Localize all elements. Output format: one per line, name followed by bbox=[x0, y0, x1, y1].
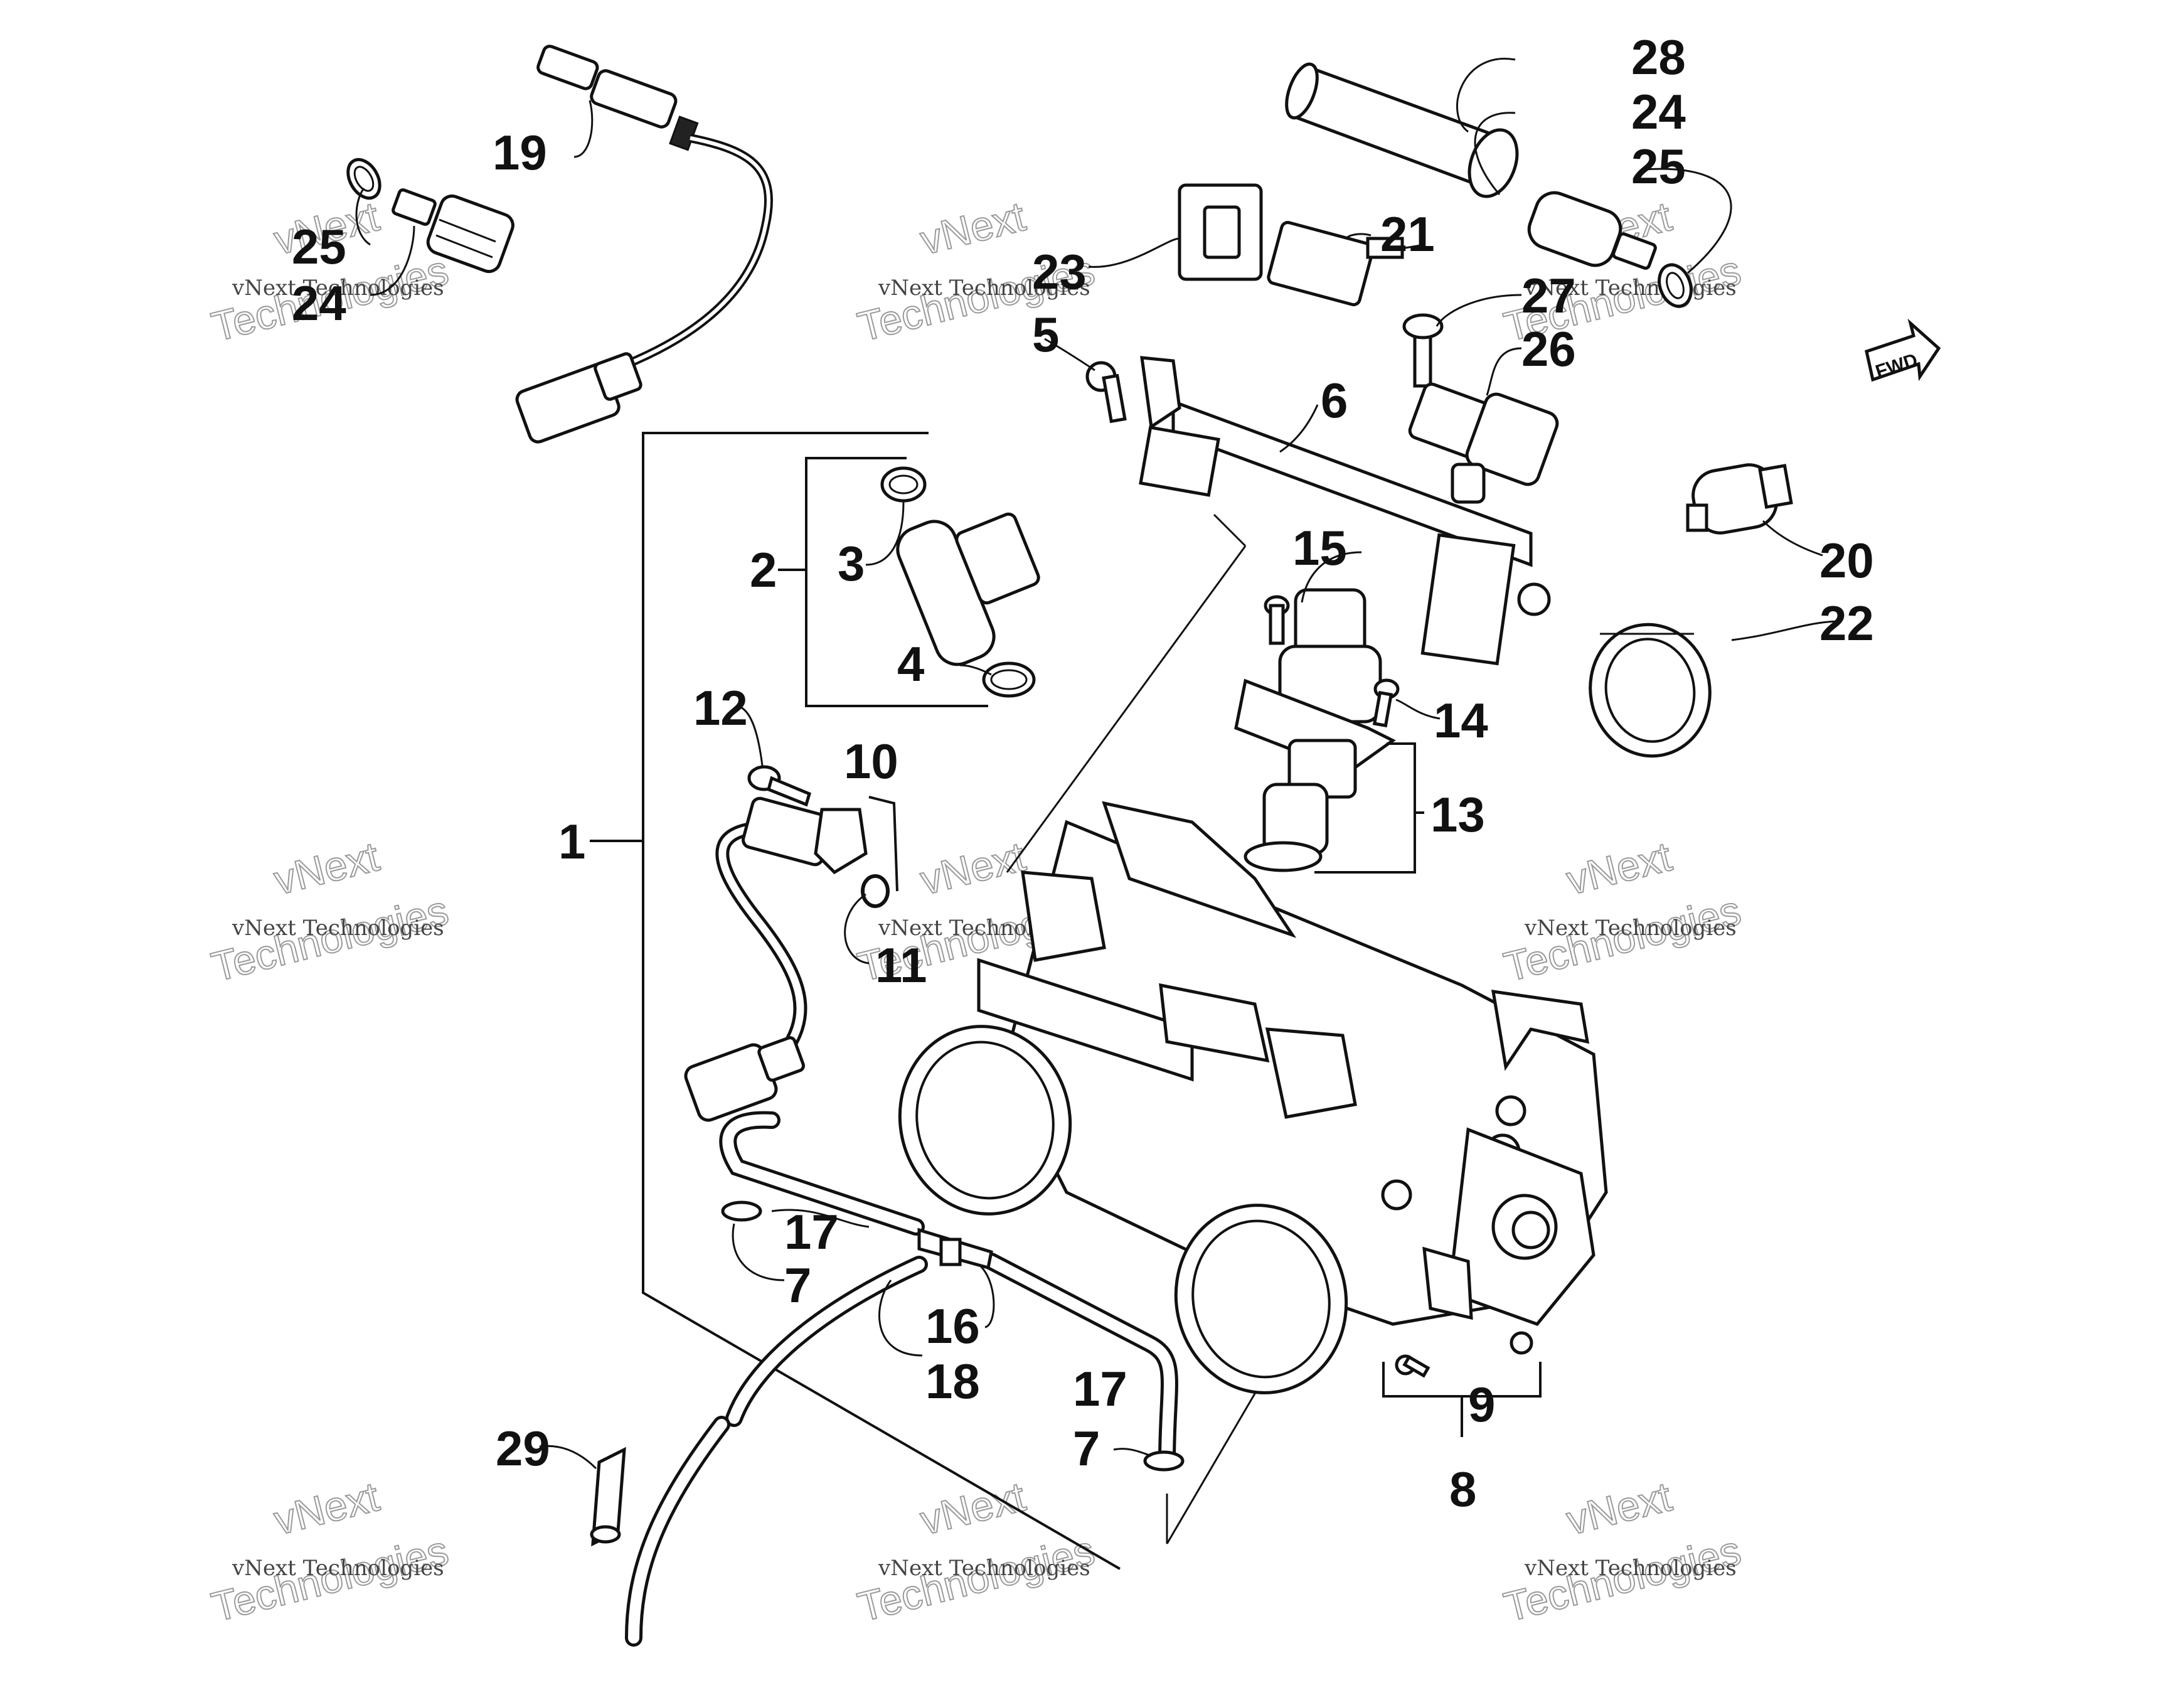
throttle-body bbox=[898, 801, 1608, 1394]
svg-text:vNext Technologies: vNext Technologies bbox=[1524, 275, 1737, 301]
callout-25-right: 25 bbox=[1631, 139, 1686, 194]
svg-text:vNext Technologies: vNext Technologies bbox=[1524, 1556, 1737, 1581]
band-clamp bbox=[1589, 623, 1712, 758]
coil-spring bbox=[590, 1446, 626, 1547]
fuel-injector bbox=[880, 466, 1040, 698]
callout-6: 6 bbox=[1321, 373, 1348, 428]
callout-18: 18 bbox=[925, 1354, 980, 1409]
callout-3: 3 bbox=[838, 536, 865, 591]
screw-12 bbox=[747, 765, 812, 807]
watermark: Technologies vNext Technologies vNext bbox=[853, 1472, 1100, 1631]
map-sensor bbox=[1267, 221, 1425, 306]
watermark: Technologies vNext Technologies vNext bbox=[206, 1472, 454, 1631]
watermark: Technologies vNext Technologies vNext bbox=[206, 832, 454, 991]
callout-24-left: 24 bbox=[292, 275, 346, 331]
bracket-lines bbox=[778, 457, 1542, 1437]
callout-4: 4 bbox=[897, 636, 924, 692]
watermark: Technologies vNext Technologies vNext bbox=[1499, 832, 1746, 991]
idle-air-control-valve bbox=[1234, 588, 1396, 872]
callout-9: 9 bbox=[1468, 1377, 1495, 1432]
callout-1: 1 bbox=[558, 814, 585, 869]
callout-25-left: 25 bbox=[292, 219, 346, 274]
callout-8: 8 bbox=[1449, 1462, 1476, 1517]
pressure-switch bbox=[1686, 463, 1793, 535]
screw-15 bbox=[1264, 595, 1290, 645]
callout-24-right: 24 bbox=[1631, 84, 1686, 139]
svg-text:vNext Technologies: vNext Technologies bbox=[232, 1556, 444, 1581]
svg-text:vNext Technologies: vNext Technologies bbox=[232, 275, 444, 301]
svg-text:vNext: vNext bbox=[269, 1473, 383, 1544]
callout-20: 20 bbox=[1819, 533, 1874, 588]
callout-16: 16 bbox=[925, 1298, 980, 1354]
callout-23: 23 bbox=[1032, 244, 1087, 299]
callout-5: 5 bbox=[1032, 307, 1059, 362]
spiral-tube bbox=[1285, 62, 1519, 198]
callout-19: 19 bbox=[493, 125, 547, 180]
svg-text:vNext Technologies: vNext Technologies bbox=[1524, 916, 1737, 941]
callout-15: 15 bbox=[1292, 520, 1347, 575]
callout-27: 27 bbox=[1521, 268, 1576, 323]
temp-sensor-left bbox=[346, 158, 514, 274]
callout-17-right: 17 bbox=[1073, 1361, 1127, 1416]
screw-14 bbox=[1372, 678, 1400, 728]
connector-boot bbox=[1178, 183, 1263, 281]
tps-harness bbox=[684, 796, 868, 1122]
callout-10: 10 bbox=[844, 734, 898, 789]
svg-text:vNext Technologies: vNext Technologies bbox=[232, 916, 444, 941]
tmap-sensor bbox=[1402, 313, 1559, 504]
svg-text:vNext: vNext bbox=[915, 193, 1030, 264]
callout-22: 22 bbox=[1819, 596, 1874, 651]
o-ring-11 bbox=[861, 874, 890, 908]
callout-7-left: 7 bbox=[784, 1258, 811, 1313]
callouts: 19 25 24 28 24 25 21 23 5 27 26 6 20 22 … bbox=[292, 29, 1874, 1517]
svg-text:vNext: vNext bbox=[269, 833, 383, 904]
callout-17-left: 17 bbox=[784, 1204, 839, 1259]
oxygen-sensor bbox=[515, 45, 773, 444]
svg-text:vNext Technologies: vNext Technologies bbox=[878, 275, 1090, 301]
callout-21: 21 bbox=[1380, 206, 1435, 262]
callout-14: 14 bbox=[1434, 693, 1488, 748]
callout-13: 13 bbox=[1430, 787, 1485, 842]
callout-28: 28 bbox=[1631, 29, 1686, 85]
temp-sensor-right bbox=[1527, 191, 1693, 308]
callout-11: 11 bbox=[875, 938, 927, 993]
callout-7-right: 7 bbox=[1073, 1421, 1100, 1476]
fwd-arrow: FWD bbox=[1865, 318, 1941, 383]
watermark: Technologies vNext Technologies vNext bbox=[1499, 1472, 1746, 1631]
callout-29: 29 bbox=[496, 1421, 550, 1476]
callout-2: 2 bbox=[750, 542, 777, 597]
svg-text:vNext: vNext bbox=[1562, 1473, 1676, 1544]
leader-lines bbox=[355, 57, 1842, 1470]
callout-26: 26 bbox=[1521, 321, 1576, 377]
svg-text:vNext Technologies: vNext Technologies bbox=[878, 1556, 1090, 1581]
svg-text:vNext: vNext bbox=[1562, 833, 1676, 904]
callout-12: 12 bbox=[693, 680, 748, 735]
svg-text:vNext: vNext bbox=[915, 833, 1030, 904]
vacuum-hoses bbox=[625, 1111, 1185, 1647]
